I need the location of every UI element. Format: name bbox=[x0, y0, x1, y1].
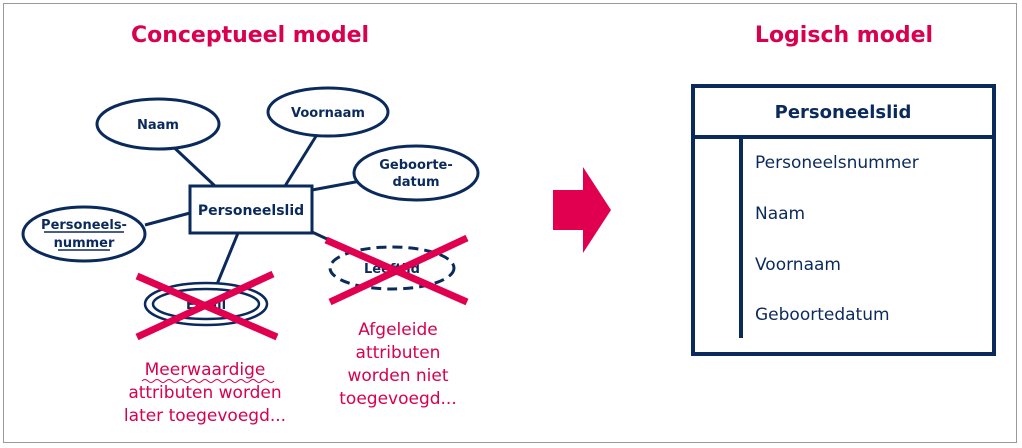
attribute-personeelsnummer: Personeels- nummer bbox=[21, 205, 147, 263]
note-derived-line-3: worden niet bbox=[347, 366, 448, 386]
note-multivalued-line-3: later toegevoegd... bbox=[124, 406, 286, 426]
note-derived: Afgeleide attributen worden niet toegevo… bbox=[339, 320, 457, 409]
attribute-naam: Naam bbox=[95, 97, 221, 151]
note-multivalued-line-1: Meerwaardige bbox=[145, 360, 266, 380]
attribute-personeelsnummer-label-1: Personeels- bbox=[41, 218, 127, 233]
table-column-2: Naam bbox=[755, 204, 805, 224]
cross-out-derived bbox=[324, 234, 469, 306]
table-name: Personeelslid bbox=[775, 102, 912, 123]
attribute-personeelsnummer-label-2: nummer bbox=[54, 236, 115, 251]
attribute-geboortedatum: Geboorte- datum bbox=[352, 144, 480, 202]
attribute-geboortedatum-label-1: Geboorte- bbox=[379, 158, 453, 173]
table-column-4: Geboortedatum bbox=[755, 305, 890, 325]
attribute-voornaam: Voornaam bbox=[266, 86, 390, 138]
logical-table: Personeelslid Personeelsnummer Naam Voor… bbox=[691, 84, 996, 356]
note-derived-line-1: Afgeleide bbox=[358, 320, 437, 340]
spellcheck-squiggle bbox=[141, 379, 275, 383]
entity-personeelslid-label: Personeelslid bbox=[198, 203, 304, 219]
right-arrow-icon bbox=[553, 167, 611, 253]
line-voornaam bbox=[283, 132, 320, 187]
attribute-voornaam-label: Voornaam bbox=[291, 106, 365, 121]
entity-personeelslid: Personeelslid bbox=[188, 184, 314, 235]
logical-model-title: Logisch model bbox=[755, 23, 933, 48]
note-multivalued: Meerwaardige attributen worden later toe… bbox=[124, 360, 286, 426]
note-multivalued-line-2: attributen worden bbox=[128, 383, 281, 403]
conceptual-model-title: Conceptueel model bbox=[131, 23, 369, 48]
note-derived-line-2: attributen bbox=[356, 343, 441, 363]
cross-out-multivalued bbox=[135, 270, 279, 341]
note-derived-line-4: toegevoegd... bbox=[339, 389, 457, 409]
line-personeelsnummer bbox=[144, 211, 191, 227]
table-column-3: Voornaam bbox=[755, 255, 841, 275]
attribute-geboortedatum-label-2: datum bbox=[392, 175, 439, 190]
table-column-1: Personeelsnummer bbox=[755, 153, 919, 173]
attribute-naam-label: Naam bbox=[137, 118, 179, 133]
